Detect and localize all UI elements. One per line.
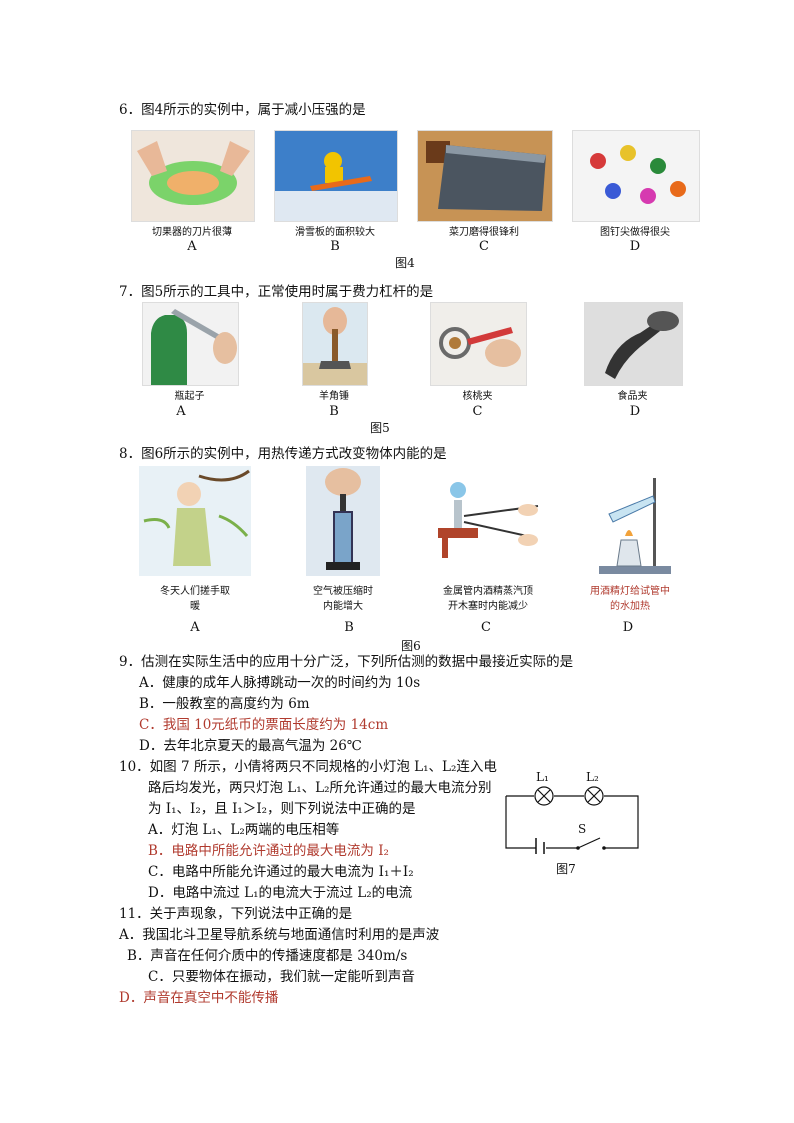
q8-stem: 8．图6所示的实例中，用热传递方式改变物体内能的是 (119, 446, 447, 462)
q8-letter-a: A (190, 620, 200, 635)
q8-caption-c-line1: 金属管内酒精蒸汽顶 (443, 586, 533, 597)
q6-caption-b: 滑雪板的面积较大 (295, 227, 375, 238)
q9-option-a: A．健康的成年人脉搏跳动一次的时间约为 10s (139, 675, 421, 691)
q8-caption-a-line1: 冬天人们搓手取 (160, 586, 230, 597)
lamp-l2-icon (584, 786, 604, 806)
q8-caption-a-line2: 暖 (190, 601, 200, 612)
figure-5-label: 图5 (370, 421, 390, 435)
q10-option-d: D．电路中流过 L₁的电流大于流过 L₂的电流 (148, 885, 413, 901)
bottle-opener-photo (142, 302, 239, 386)
circuit-wire-bottom (505, 796, 578, 849)
q11-option-c: C．只要物体在振动，我们就一定能听到声音 (148, 969, 415, 985)
q9-stem: 9．估测在实际生活中的应用十分广泛，下列所估测的数据中最接近实际的是 (119, 654, 574, 670)
q11-option-d: D．声音在真空中不能传播 (119, 990, 279, 1006)
q6-stem: 6．图4所示的实例中，属于减小压强的是 (119, 102, 366, 118)
q7-stem: 7．图5所示的工具中，正常使用时属于费力杠杆的是 (119, 284, 434, 300)
q8-caption-d-line2: 的水加热 (610, 601, 650, 612)
switch-label: S (578, 822, 587, 836)
q7-caption-c: 核桃夹 (462, 391, 493, 402)
q8-letter-d: D (622, 620, 634, 635)
q9-option-d: D．去年北京夏天的最高气温为 26℃ (139, 738, 362, 754)
figure-4-label: 图4 (395, 256, 415, 270)
q7-letter-d: D (629, 404, 641, 419)
figure-6-label: 图6 (401, 639, 421, 653)
q10-option-a: A．灯泡 L₁、L₂两端的电压相等 (148, 822, 340, 838)
switch-icon (577, 837, 601, 849)
q6-letter-d: D (629, 239, 641, 254)
figure-7-label: 图7 (556, 862, 576, 876)
q10-option-b: B．电路中所能允许通过的最大电流为 I₂ (148, 843, 389, 859)
battery-icon (535, 838, 545, 854)
q10-stem-line2: 路后均发光，两只灯泡 L₁、L₂所允许通过的最大电流分别 (148, 780, 492, 796)
q11-option-b: B．声音在任何介质中的传播速度都是 340m/s (127, 948, 408, 964)
lamp-l1-label: L₁ (536, 770, 549, 784)
q11-stem: 11．关于声现象，下列说法中正确的是 (119, 906, 353, 922)
q8-caption-b-line1: 空气被压缩时 (313, 586, 373, 597)
lamp-l2-label: L₂ (586, 770, 599, 784)
q8-caption-c-line2: 开木塞时内能减少 (448, 601, 528, 612)
q10-option-c: C．电路中所能允许通过的最大电流为 I₁＋I₂ (148, 864, 414, 880)
q6-letter-a: A (187, 239, 197, 254)
snowboard-photo (274, 130, 398, 222)
q6-caption-c: 菜刀磨得很锋利 (449, 227, 519, 238)
q7-caption-a: 瓶起子 (174, 391, 205, 402)
q8-letter-b: B (344, 620, 354, 635)
q10-stem-line1: 10．如图 7 所示，小倩将两只不同规格的小灯泡 L₁、L₂连入电 (119, 759, 497, 775)
q6-letter-b: B (330, 239, 340, 254)
circuit-diagram (505, 786, 639, 854)
q6-letter-c: C (479, 239, 489, 254)
q8-caption-b-line2: 内能增大 (323, 601, 363, 612)
q7-letter-a: A (176, 404, 186, 419)
q9-option-b: B．一般教室的高度约为 6m (139, 696, 310, 712)
rubbing-hands-illustration (139, 466, 251, 576)
nutcracker-photo (430, 302, 527, 386)
q9-option-c: C．我国 10元纸币的票面长度约为 14cm (139, 717, 389, 733)
alcohol-lamp-illustration (595, 474, 675, 580)
q6-caption-d: 图钉尖做得很尖 (600, 227, 670, 238)
q7-caption-d: 食品夹 (617, 391, 648, 402)
q7-caption-b: 羊角锤 (319, 391, 349, 402)
circuit-wire-top (506, 795, 639, 849)
cleaver-photo (417, 130, 553, 222)
q7-letter-b: B (329, 404, 339, 419)
q8-letter-c: C (481, 620, 491, 635)
q7-letter-c: C (472, 404, 483, 419)
claw-hammer-photo (302, 302, 368, 386)
fruit-slicer-photo (131, 130, 255, 222)
air-compression-photo (306, 466, 380, 576)
q10-stem-line3: 为 I₁、I₂，且 I₁＞I₂，则下列说法中正确的是 (148, 801, 416, 817)
lamp-l1-icon (534, 786, 554, 806)
q11-option-a: A．我国北斗卫星导航系统与地面通信时利用的是声波 (119, 927, 440, 943)
metal-tube-experiment-illustration (428, 478, 548, 562)
q8-caption-d-line1: 用酒精灯给试管中 (590, 586, 670, 597)
food-tongs-photo (584, 302, 683, 386)
q6-caption-a: 切果器的刀片很薄 (152, 227, 232, 238)
thumbtacks-photo (572, 130, 700, 222)
